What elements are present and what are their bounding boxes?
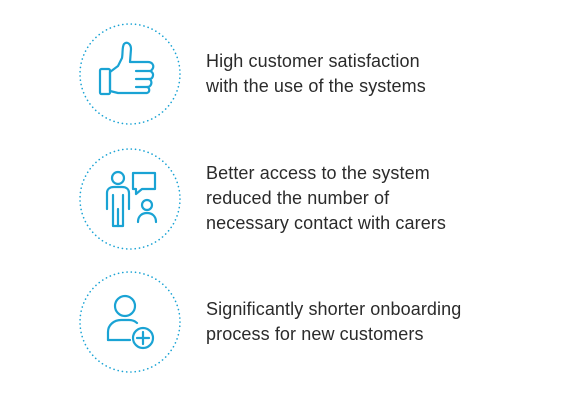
icon-circle — [78, 270, 182, 374]
feature-shorter-onboarding: Significantly shorter onboarding process… — [78, 270, 548, 374]
people-chat-icon — [79, 148, 181, 250]
feature-better-access: Better access to the system reduced the … — [78, 147, 548, 251]
feature-line: necessary contact with carers — [206, 213, 446, 233]
icon-circle — [78, 147, 182, 251]
feature-line: reduced the number of — [206, 188, 390, 208]
feature-line: process for new customers — [206, 324, 424, 344]
add-user-icon — [79, 271, 181, 373]
feature-line: with the use of the systems — [206, 76, 426, 96]
thumbs-up-icon — [79, 23, 181, 125]
feature-line: Significantly shorter onboarding — [206, 299, 462, 319]
feature-line: Better access to the system — [206, 163, 430, 183]
feature-description: Significantly shorter onboarding process… — [206, 297, 526, 347]
feature-description: High customer satisfaction with the use … — [206, 49, 526, 99]
icon-circle — [78, 22, 182, 126]
feature-description: Better access to the system reduced the … — [206, 161, 526, 236]
feature-line: High customer satisfaction — [206, 51, 420, 71]
feature-customer-satisfaction: High customer satisfaction with the use … — [78, 22, 548, 126]
